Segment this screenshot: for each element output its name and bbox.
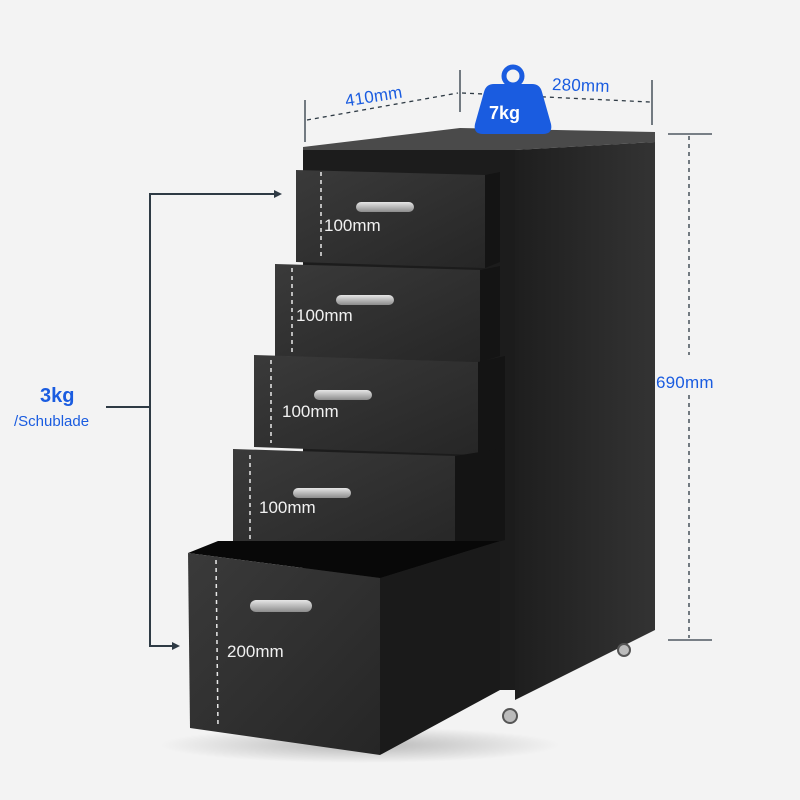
arrow-head [274, 190, 282, 198]
drawer-load-value: 3kg [40, 385, 75, 407]
drawer-handle [356, 202, 414, 212]
drawer-3-height: 100mm [282, 402, 339, 421]
drawer-handle [314, 390, 372, 400]
drawer-5-height: 200mm [227, 642, 284, 661]
weight-icon [474, 64, 552, 134]
drawer-height-lines [215, 172, 322, 728]
cabinet-top [303, 128, 655, 150]
drawer-2-height: 100mm [296, 306, 353, 325]
weight-badge-label: 7kg [489, 103, 521, 123]
drawer-1-height: 100mm [324, 216, 381, 235]
drawer-5 [188, 541, 500, 755]
caster-wheel [617, 643, 631, 657]
depth-label: 280mm [551, 74, 611, 97]
drawer-handle [250, 600, 312, 612]
cabinet-side [515, 142, 655, 700]
drawer-3 [254, 355, 505, 455]
drawer-2 [275, 264, 500, 362]
drawer-handle [293, 488, 351, 498]
drawer-load-unit: /Schublade [14, 413, 90, 430]
drawer-1 [296, 170, 500, 268]
arrow-head [172, 642, 180, 650]
height-label: 690mm [656, 373, 714, 392]
caster-wheel [502, 708, 518, 724]
drawer-4-height: 100mm [259, 498, 316, 517]
dimension-lines [106, 70, 712, 647]
drawer-4 [233, 448, 505, 554]
drawer-handle [336, 295, 394, 305]
